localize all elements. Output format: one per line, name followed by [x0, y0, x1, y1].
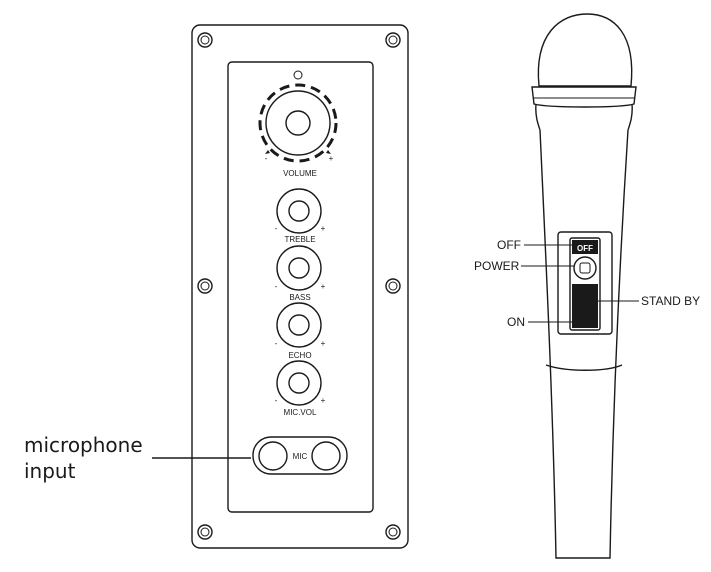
echo-plus-mark: + — [321, 339, 326, 348]
screw-icon — [197, 32, 213, 48]
screw-icon — [385, 278, 401, 294]
on-label: ON — [507, 315, 525, 329]
wireless-microphone: OFF OFF POWER ON STAND BY — [474, 13, 700, 559]
power-label: POWER — [474, 259, 520, 273]
mic-vol-knob[interactable]: - + MIC.VOL — [275, 360, 326, 417]
standby-label: STAND BY — [641, 294, 700, 308]
bass-label: BASS — [289, 293, 310, 302]
power-led-icon — [293, 70, 303, 80]
microphone-input-callout-line2: input — [24, 459, 76, 483]
screw-icon — [197, 524, 213, 540]
mic-grille-head — [537, 13, 633, 87]
treble-label: TREBLE — [284, 235, 315, 244]
microphone-input-callout-line1: microphone — [24, 433, 143, 457]
control-panel: - + VOLUME - + TREBLE - + BASS - + ECHO — [24, 24, 409, 549]
volume-plus-mark: + — [329, 154, 334, 163]
bass-knob[interactable]: - + BASS — [275, 245, 326, 302]
mic-vol-minus-mark: - — [275, 396, 278, 405]
panel-inner-frame — [227, 61, 374, 513]
treble-knob[interactable]: - + TREBLE — [275, 188, 326, 244]
echo-minus-mark: - — [275, 339, 278, 348]
bass-plus-mark: + — [321, 282, 326, 291]
mic-vol-plus-mark: + — [321, 396, 326, 405]
echo-knob[interactable]: - + ECHO — [275, 302, 326, 360]
treble-minus-mark: - — [275, 224, 278, 233]
panel-outer-plate — [191, 24, 409, 549]
mic-collar — [531, 86, 637, 108]
mic-input-jack[interactable]: MIC — [252, 436, 348, 475]
volume-dial-ring — [258, 83, 338, 163]
screw-icon — [197, 278, 213, 294]
power-switch[interactable]: OFF — [557, 231, 613, 335]
mic-vol-label: MIC.VOL — [284, 408, 317, 417]
switch-off-cap — [572, 240, 598, 254]
power-led-icon — [573, 256, 597, 280]
mic-jack-label: MIC — [293, 452, 308, 461]
switch-off-cap-text: OFF — [577, 244, 593, 253]
screw-icon — [385, 524, 401, 540]
bass-minus-mark: - — [275, 282, 278, 291]
volume-knob[interactable]: - + VOLUME — [258, 70, 338, 178]
volume-minus-mark: - — [265, 154, 268, 163]
echo-label: ECHO — [288, 351, 311, 360]
switch-slider[interactable] — [572, 284, 598, 328]
off-label: OFF — [497, 238, 521, 252]
treble-plus-mark: + — [321, 224, 326, 233]
screw-icon — [385, 32, 401, 48]
mic-body-seam — [545, 364, 623, 371]
volume-label: VOLUME — [283, 169, 317, 178]
mic-body — [539, 129, 629, 559]
